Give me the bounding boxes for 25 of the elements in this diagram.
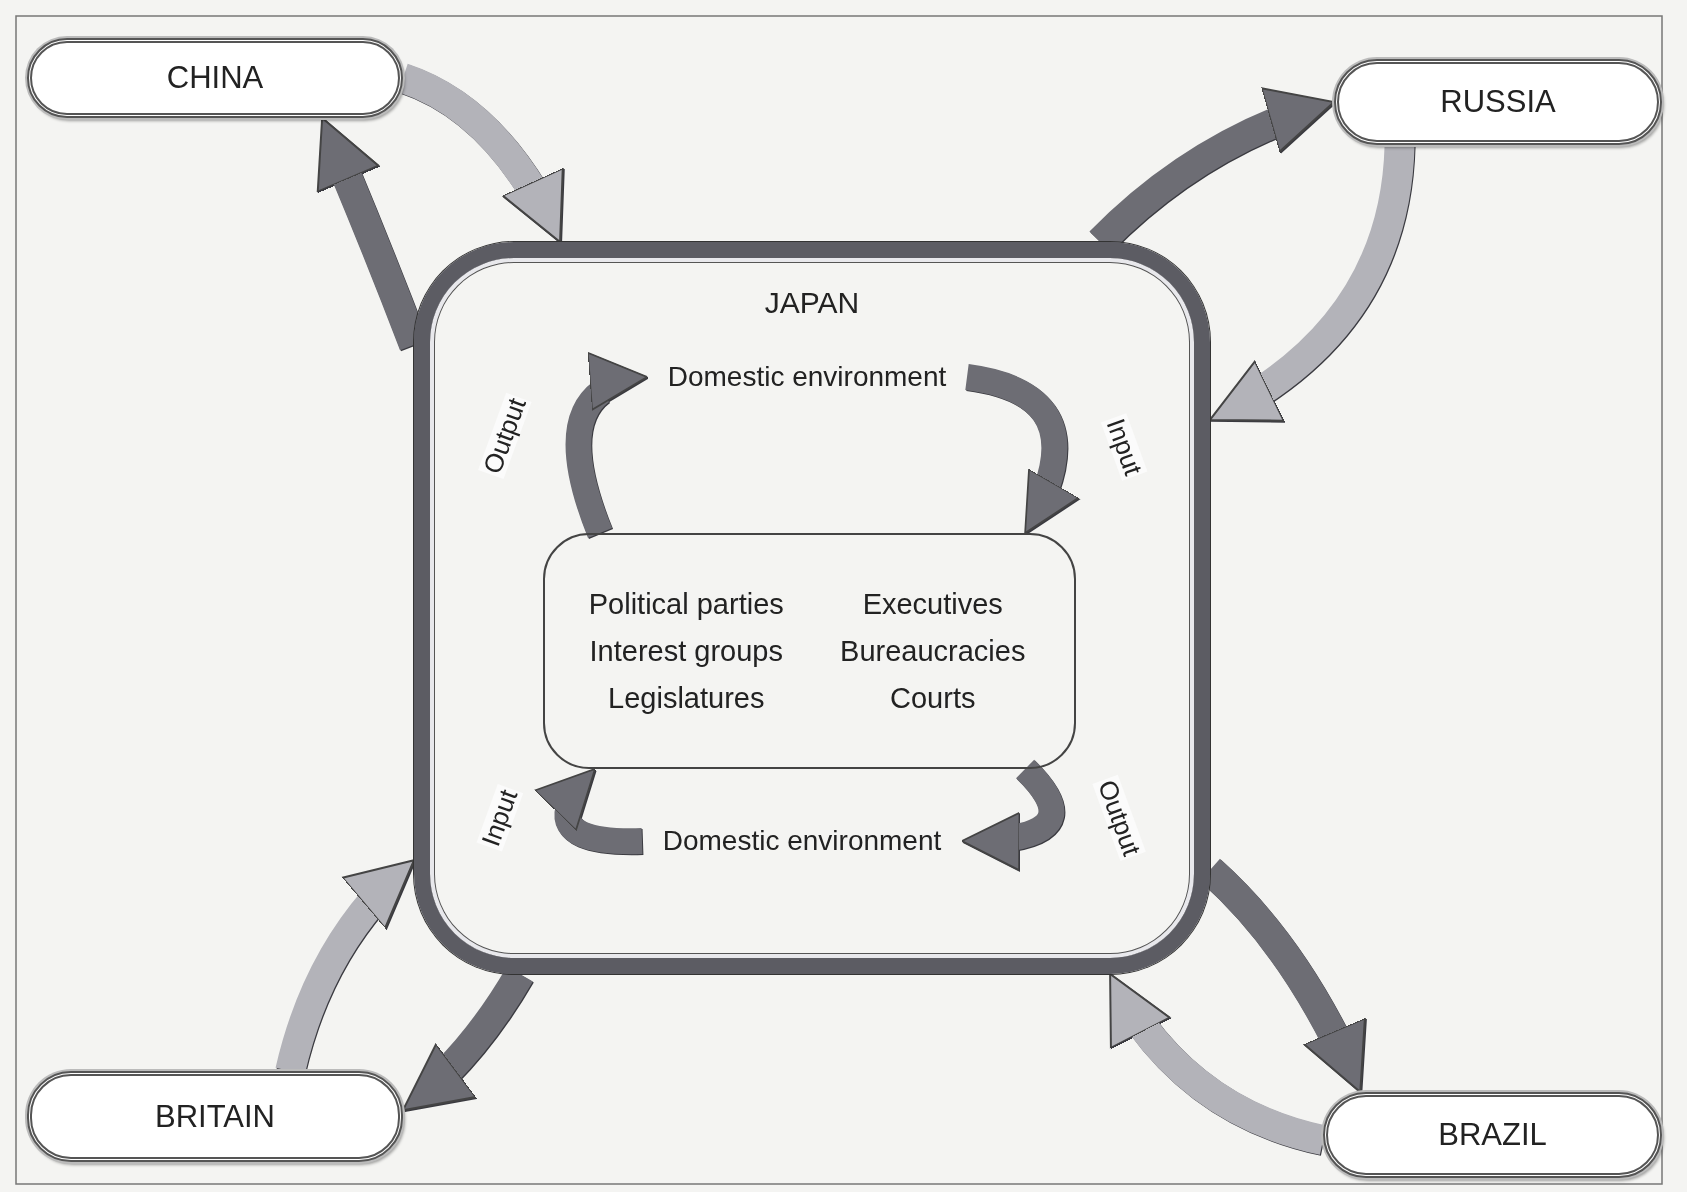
arrow: [961, 760, 1065, 870]
node-label: Domestic environment: [642, 821, 962, 861]
node-label: CHINA: [166, 60, 264, 96]
edge-label: Output: [478, 392, 532, 480]
node-label: BRAZIL: [1438, 1117, 1547, 1153]
list-item: Bureaucracies: [839, 634, 1027, 668]
list-item: Executives: [861, 587, 1004, 621]
country-pill: [1323, 1092, 1662, 1178]
list-item: Courts: [889, 681, 977, 715]
arrow: [565, 355, 649, 538]
list-item: Legislatures: [607, 681, 766, 715]
rounded-box: [543, 533, 1076, 769]
node-label: BRITAIN: [155, 1098, 275, 1135]
country-pill: [27, 1071, 403, 1162]
node-label: Domestic environment: [647, 357, 967, 397]
node-label: JAPAN: [763, 286, 861, 320]
edge-label: Output: [1092, 774, 1146, 862]
edge-label: Input: [476, 784, 524, 852]
container-box: [414, 242, 1210, 974]
node-label: RUSSIA: [1440, 84, 1556, 120]
list-item: Political parties: [587, 587, 785, 621]
country-pill: [1334, 59, 1662, 145]
list-item: Interest groups: [588, 634, 784, 668]
country-pill: [27, 38, 403, 118]
edge-label: Input: [1100, 413, 1148, 481]
